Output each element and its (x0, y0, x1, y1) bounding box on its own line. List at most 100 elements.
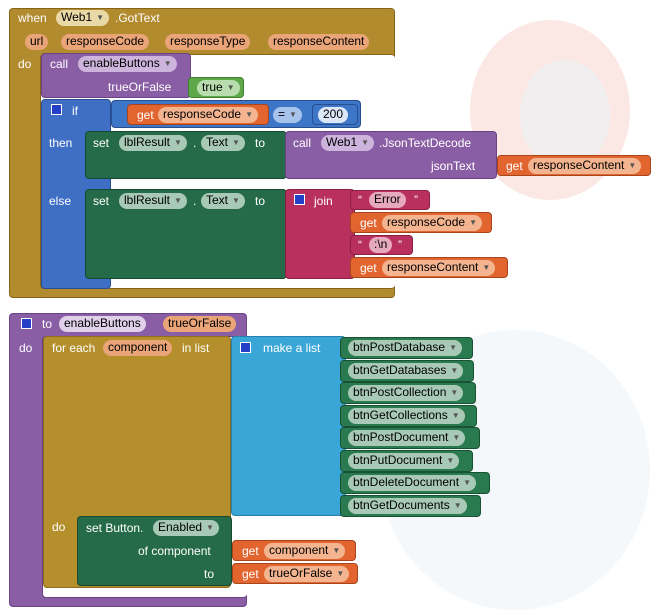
property-dropdown-enabled[interactable]: Enabled▼ (153, 520, 219, 536)
mutator-gear-icon[interactable] (51, 104, 62, 115)
param-responsetype[interactable]: responseType (165, 34, 251, 50)
chevron-down-icon: ▼ (482, 263, 491, 273)
param-url[interactable]: url (25, 34, 49, 50)
var-dropdown-trueorfalse[interactable]: trueOrFalse▼ (264, 566, 350, 582)
set-label-2: set (93, 194, 110, 208)
jsontext-arg-label: jsonText (431, 159, 476, 173)
property-dropdown-text[interactable]: Text▼ (201, 135, 245, 151)
chevron-down-icon: ▼ (361, 138, 370, 148)
quote-open-icon: “ (358, 193, 362, 207)
number-value[interactable]: 200 (318, 107, 349, 123)
if-label: if (72, 104, 78, 118)
make-a-list-block[interactable] (231, 336, 346, 516)
set-label: set (93, 136, 110, 150)
var-dropdown-responsecontent-2[interactable]: responseContent▼ (382, 260, 496, 276)
operator-dropdown[interactable]: =▼ (273, 107, 302, 123)
for-each-label: for each (52, 341, 96, 355)
chevron-down-icon: ▼ (96, 13, 105, 23)
component-block-btngetdatabases[interactable]: btnGetDatabases▼ (340, 360, 474, 382)
component-block-btngetcollections[interactable]: btnGetCollections▼ (340, 405, 477, 427)
component-dropdown[interactable]: btnGetDatabases▼ (348, 363, 464, 379)
component-dropdown[interactable]: btnPutDocument▼ (348, 453, 460, 469)
call-label: call (50, 57, 69, 71)
chevron-down-icon: ▼ (452, 433, 461, 443)
component-dropdown-web1-2[interactable]: Web1▼ (321, 135, 375, 151)
mutator-gear-icon[interactable] (240, 342, 251, 353)
chevron-down-icon: ▼ (289, 110, 297, 120)
chevron-down-icon: ▼ (449, 343, 457, 353)
quote-close-icon: ” (414, 193, 418, 207)
loop-var-component[interactable]: component (103, 340, 173, 356)
component-block-btnputdocument[interactable]: btnPutDocument▼ (340, 450, 473, 472)
quote-open-icon: “ (358, 238, 362, 252)
chevron-down-icon: ▼ (446, 456, 455, 466)
component-dropdown-lblresult[interactable]: lblResult▼ (119, 135, 187, 151)
then-label: then (49, 136, 73, 150)
call-label-2: call (293, 136, 312, 150)
chevron-down-icon: ▼ (232, 196, 240, 206)
chevron-down-icon: ▼ (174, 196, 182, 206)
component-dropdown[interactable]: btnDeleteDocument▼ (348, 475, 476, 491)
component-dropdown[interactable]: btnGetCollections▼ (348, 408, 465, 424)
true-dropdown[interactable]: true▼ (197, 80, 240, 96)
component-block-btnpostdatabase[interactable]: btnPostDatabase▼ (340, 337, 473, 359)
make-a-list-label: make a list (263, 341, 321, 355)
get-label-2: get (242, 567, 259, 581)
to-label-2: to (255, 194, 266, 208)
procedure-name-field[interactable]: enableButtons (59, 316, 146, 332)
param-trueorfalse[interactable]: trueOrFalse (163, 316, 237, 332)
get-label: get (242, 544, 259, 558)
chevron-down-icon: ▼ (463, 478, 471, 488)
to-label: to (42, 317, 53, 331)
param-responsecontent[interactable]: responseContent (268, 34, 370, 50)
property-dropdown-text-2[interactable]: Text▼ (201, 193, 245, 209)
chevron-down-icon: ▼ (450, 366, 459, 376)
text-error-value[interactable]: Error (369, 192, 406, 208)
component-dropdown-lblresult-2[interactable]: lblResult▼ (119, 193, 187, 209)
to-label: to (255, 136, 266, 150)
dot-label: . (193, 136, 197, 150)
chevron-down-icon: ▼ (163, 59, 172, 69)
else-label: else (49, 194, 72, 208)
procedure-dropdown[interactable]: enableButtons▼ (78, 56, 177, 72)
dot-label-2: . (193, 194, 197, 208)
component-block-btnpostcollection[interactable]: btnPostCollection▼ (340, 382, 476, 404)
trueorfalse-arg-label: trueOrFalse (108, 80, 172, 94)
var-dropdown-responsecode[interactable]: responseCode▼ (158, 107, 258, 123)
component-block-btnpostdocument[interactable]: btnPostDocument▼ (340, 427, 480, 449)
event-name-label: .GotText (115, 11, 160, 25)
component-dropdown[interactable]: btnGetDocuments▼ (348, 498, 467, 514)
chevron-down-icon: ▼ (232, 138, 240, 148)
param-responsecode[interactable]: responseCode (61, 34, 150, 50)
join-label: join (314, 194, 333, 208)
in-list-label: in list (182, 341, 210, 355)
mutator-gear-icon[interactable] (21, 318, 32, 329)
background-blob-grey (520, 60, 610, 170)
chevron-down-icon: ▼ (628, 161, 637, 171)
quote-close-icon: ” (398, 238, 402, 252)
chevron-down-icon: ▼ (174, 138, 182, 148)
get-label: get (137, 108, 154, 122)
chevron-down-icon: ▼ (453, 501, 462, 511)
chevron-down-icon: ▼ (245, 110, 253, 120)
text-newline-value[interactable]: :\n (369, 237, 393, 253)
do-label: do (18, 57, 32, 71)
method-label: .JsonTextDecode (379, 136, 472, 150)
chevron-down-icon: ▼ (451, 411, 460, 421)
component-dropdown[interactable]: btnPostDatabase▼ (348, 340, 462, 356)
component-block-btndeletedocument[interactable]: btnDeleteDocument▼ (340, 472, 490, 494)
var-dropdown-component[interactable]: component▼ (264, 543, 346, 559)
var-dropdown-responsecontent[interactable]: responseContent▼ (528, 158, 642, 174)
component-block-btngetdocuments[interactable]: btnGetDocuments▼ (340, 495, 481, 517)
chevron-down-icon: ▼ (469, 218, 477, 228)
chevron-down-icon: ▼ (450, 388, 459, 398)
mutator-gear-icon[interactable] (294, 194, 305, 205)
get-label-4: get (360, 261, 377, 275)
component-dropdown[interactable]: btnPostDocument▼ (348, 430, 466, 446)
chevron-down-icon: ▼ (336, 569, 345, 579)
var-dropdown-responsecode-2[interactable]: responseCode▼ (382, 215, 482, 231)
component-dropdown[interactable]: btnPostCollection▼ (348, 385, 464, 401)
call-jsontextdecode-block[interactable] (285, 131, 497, 179)
chevron-down-icon: ▼ (332, 546, 341, 556)
component-dropdown-web1[interactable]: Web1▼ (56, 10, 110, 26)
